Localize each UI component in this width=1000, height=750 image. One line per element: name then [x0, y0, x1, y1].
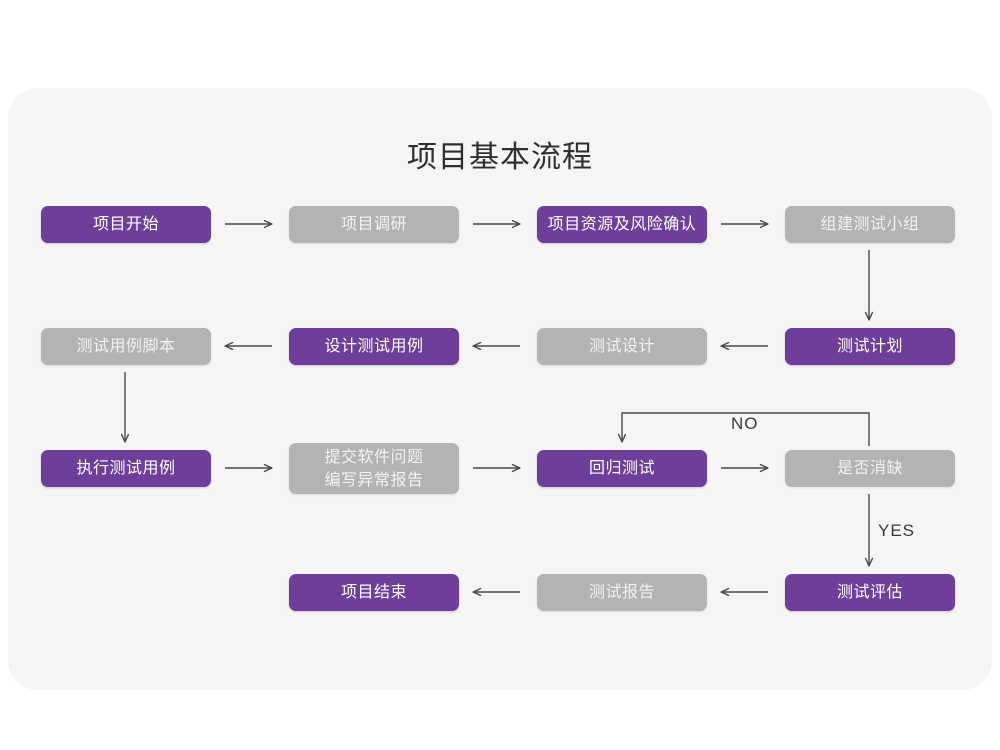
edge-label-no: NO [731, 414, 759, 433]
node-label: 测试设计 [588, 338, 655, 355]
node-test-report[interactable]: 测试报告 [537, 574, 707, 611]
node-label: 回归测试 [588, 460, 655, 477]
node-label: 项目资源及风险确认 [547, 216, 697, 233]
node-label: 是否消缺 [836, 460, 903, 477]
edge-label-yes: YES [878, 521, 916, 540]
node-label: 组建测试小组 [820, 216, 920, 233]
node-project-start[interactable]: 项目开始 [41, 206, 211, 243]
node-resource-risk-confirm[interactable]: 项目资源及风险确认 [537, 206, 707, 243]
node-design-test-case[interactable]: 设计测试用例 [289, 328, 459, 365]
node-test-design[interactable]: 测试设计 [537, 328, 707, 365]
node-submit-bug-report[interactable]: 提交软件问题 编写异常报告 [289, 443, 459, 494]
node-label: 测试计划 [836, 338, 903, 355]
node-label: 项目开始 [92, 216, 159, 233]
edge-n12-n11-no [622, 412, 870, 446]
node-build-test-team[interactable]: 组建测试小组 [785, 206, 955, 243]
node-regression-test[interactable]: 回归测试 [537, 450, 707, 487]
node-execute-test-case[interactable]: 执行测试用例 [41, 450, 211, 487]
node-label: 设计测试用例 [324, 338, 424, 355]
node-label: 测试报告 [588, 584, 655, 601]
node-project-research[interactable]: 项目调研 [289, 206, 459, 243]
node-defect-resolved-decision[interactable]: 是否消缺 [785, 450, 955, 487]
node-project-end[interactable]: 项目结束 [289, 574, 459, 611]
page-title: 项目基本流程 [407, 141, 593, 174]
node-test-evaluation[interactable]: 测试评估 [785, 574, 955, 611]
node-test-case-script[interactable]: 测试用例脚本 [41, 328, 211, 365]
node-label: 项目调研 [340, 216, 407, 233]
node-label: 项目结束 [340, 584, 407, 601]
node-test-plan[interactable]: 测试计划 [785, 328, 955, 365]
node-label: 测试评估 [836, 584, 903, 601]
node-label: 提交软件问题 编写异常报告 [324, 448, 424, 489]
node-label: 执行测试用例 [76, 460, 176, 477]
node-label: 测试用例脚本 [76, 338, 176, 355]
